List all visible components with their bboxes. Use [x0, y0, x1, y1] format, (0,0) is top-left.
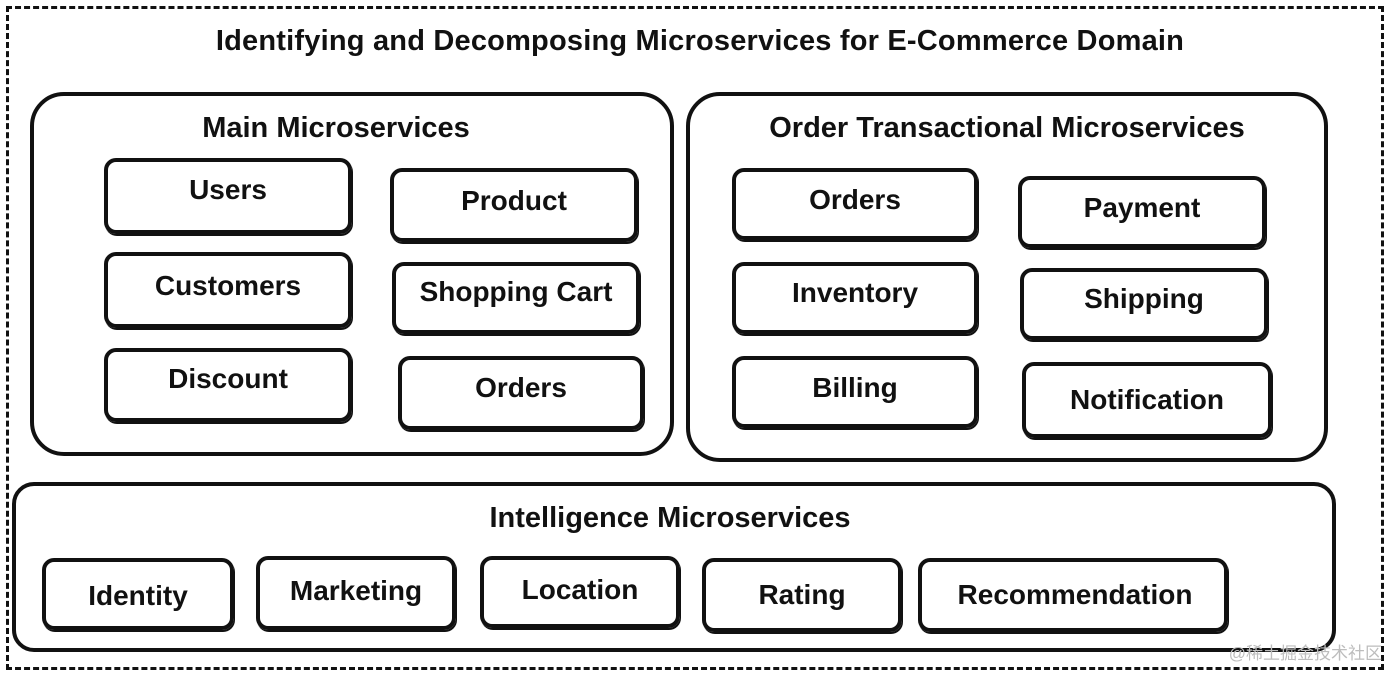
service-label: Users [189, 174, 267, 205]
service-label: Shopping Cart [419, 276, 613, 307]
order-transactional-title: Order Transactional Microservices [769, 112, 1245, 144]
service-payment: Payment [1018, 176, 1266, 248]
service-product: Product [390, 168, 638, 242]
service-label: Marketing [289, 575, 423, 606]
service-label: Customers [154, 270, 302, 301]
order-transactional-group: Order Transactional Microservices [686, 92, 1328, 462]
service-discount: Discount [104, 348, 352, 422]
service-marketing: Marketing [256, 556, 456, 630]
service-inventory: Inventory [732, 262, 978, 334]
service-rating: Rating [702, 558, 902, 632]
service-orders: Orders [732, 168, 978, 240]
service-label: Identity [88, 580, 188, 611]
service-label: Discount [168, 363, 288, 394]
intelligence-group: Intelligence Microservices [12, 482, 1336, 652]
main-microservices-group: Main Microservices [30, 92, 674, 456]
diagram-border [6, 6, 1384, 670]
service-users: Users [104, 158, 352, 234]
service-label: Shipping [1084, 283, 1204, 314]
service-recommendation: Recommendation [918, 558, 1228, 632]
service-orders: Orders [398, 356, 644, 430]
service-shopping-cart: Shopping Cart [392, 262, 640, 334]
service-label: Billing [812, 372, 898, 403]
main-microservices-title: Main Microservices [202, 112, 470, 144]
service-identity: Identity [42, 558, 234, 630]
service-shipping: Shipping [1020, 268, 1268, 340]
service-label: Recommendation [957, 579, 1193, 610]
service-label: Notification [1070, 384, 1224, 415]
service-label: Product [461, 185, 567, 216]
service-label: Location [521, 574, 639, 605]
service-label: Inventory [791, 277, 919, 308]
service-customers: Customers [104, 252, 352, 328]
service-location: Location [480, 556, 680, 628]
intelligence-title: Intelligence Microservices [489, 502, 851, 534]
service-billing: Billing [732, 356, 978, 428]
watermark: @稀土掘金技术社区 [1228, 644, 1382, 663]
diagram-title: Identifying and Decomposing Microservice… [215, 25, 1185, 57]
service-label: Payment [1083, 192, 1201, 223]
service-label: Orders [809, 184, 901, 215]
service-notification: Notification [1022, 362, 1272, 438]
service-label: Orders [475, 372, 567, 403]
service-label: Rating [758, 579, 846, 610]
